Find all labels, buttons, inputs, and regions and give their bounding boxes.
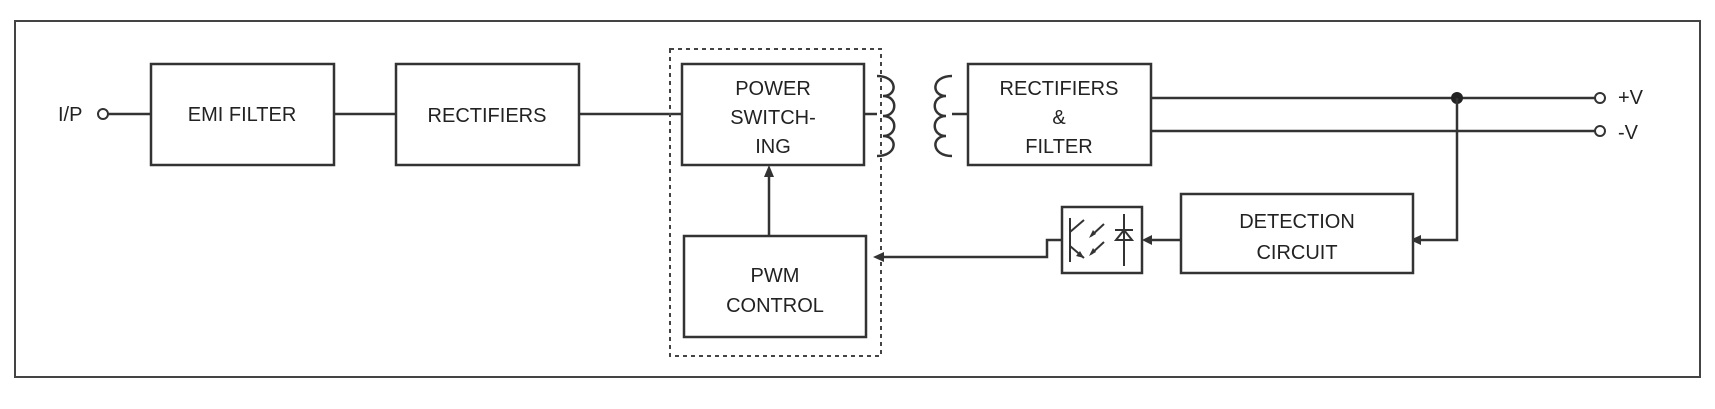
pwm-control-label-line1: PWM — [751, 265, 800, 287]
power-switching-block — [680, 62, 866, 167]
controller-enclosure — [669, 48, 882, 357]
emi-filter-block — [149, 62, 336, 167]
arrow-pwm-switching — [764, 165, 774, 177]
rectifiers-label: RECTIFIERS — [428, 105, 547, 127]
arrow-detection-optocoupler — [1142, 235, 1152, 245]
rectifiers-filter-block — [966, 62, 1153, 167]
rectifiers-filter-label-line1: RECTIFIERS — [1000, 78, 1119, 100]
input-terminal — [97, 108, 109, 120]
power-switching-label-line2: SWITCH- — [730, 107, 816, 129]
input-label: I/P — [58, 104, 82, 126]
power-switching-label-line1: POWER — [735, 78, 811, 100]
pwm-control-label-line2: CONTROL — [726, 295, 824, 317]
arrow-sense — [1410, 235, 1421, 245]
detection-circuit-label-line1: DETECTION — [1239, 211, 1355, 233]
wire-sense-line — [1418, 98, 1459, 242]
rectifiers-filter-label-line3: FILTER — [1025, 136, 1092, 158]
negative-output-label: -V — [1618, 122, 1639, 144]
positive-terminal — [1594, 92, 1606, 104]
negative-terminal — [1594, 125, 1606, 137]
diagram-frame — [14, 20, 1701, 378]
detection-circuit-label-line2: CIRCUIT — [1256, 242, 1337, 264]
pwm-control-block — [682, 234, 868, 339]
optocoupler-icon — [1060, 205, 1144, 275]
rectifiers-filter-label-line2: & — [1052, 107, 1066, 129]
positive-output-label: +V — [1618, 87, 1644, 109]
power-switching-label-line3: ING — [755, 136, 791, 158]
transformer-icon — [876, 74, 953, 158]
emi-filter-label: EMI FILTER — [188, 104, 297, 126]
wire-feedback — [880, 238, 1062, 259]
arrow-feedback-pwm — [873, 252, 884, 262]
detection-circuit-block — [1179, 192, 1415, 275]
